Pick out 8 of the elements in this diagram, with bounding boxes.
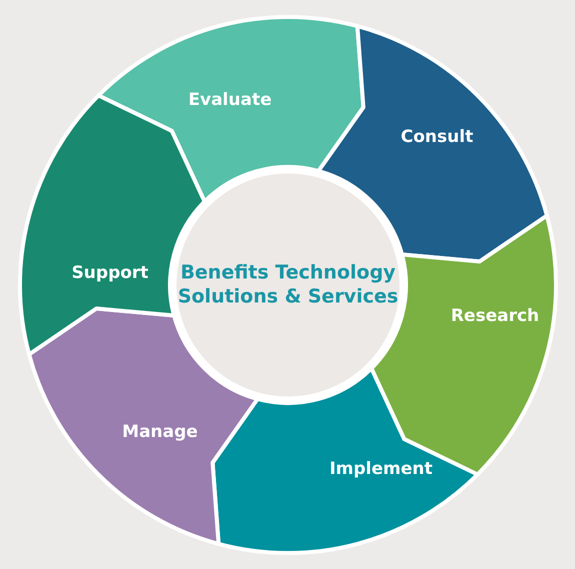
segment-label: Implement — [329, 459, 433, 479]
segment-label: Consult — [400, 127, 474, 147]
segment-label: Evaluate — [188, 90, 272, 110]
segment-label: Research — [450, 306, 540, 326]
center-circle — [172, 168, 404, 402]
segment-label: Manage — [122, 422, 198, 442]
segment-label: Support — [72, 263, 148, 283]
center-title: Benefits Technology Solutions & Services — [176, 261, 400, 309]
